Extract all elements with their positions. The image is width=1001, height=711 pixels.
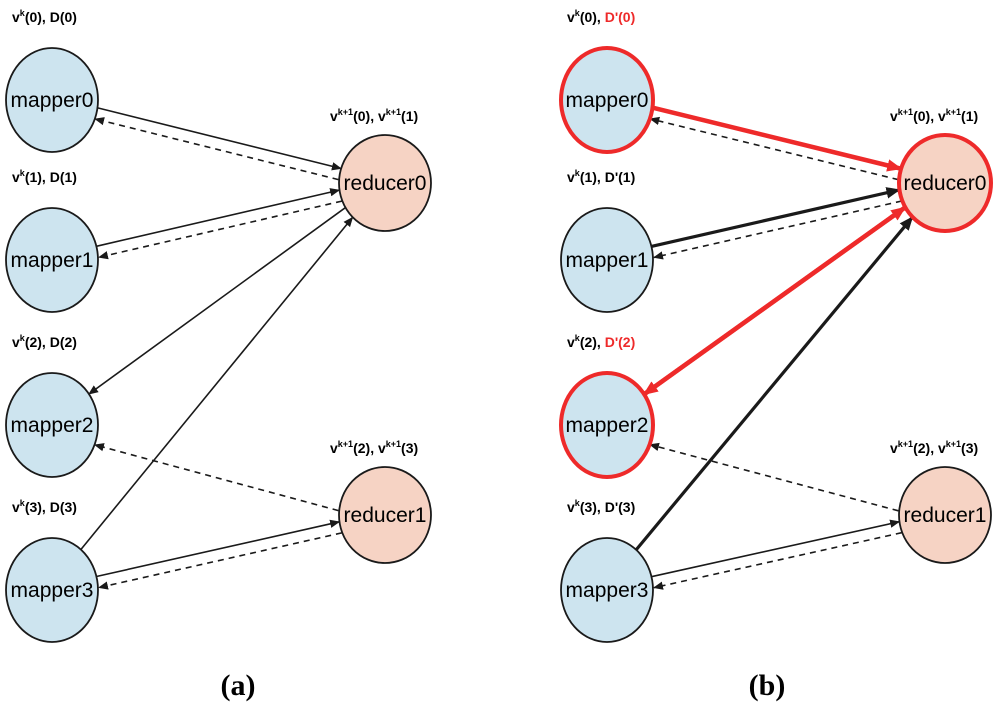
reducer-annotation: vk+1(0), vk+1(1) bbox=[890, 107, 978, 124]
mapper-annotation: vk(1), D(1) bbox=[12, 168, 77, 185]
mapper-annotation: vk(2), D'(2) bbox=[567, 333, 635, 350]
mapper-annotation: vk(3), D(3) bbox=[12, 498, 77, 515]
edge-reducer0-to-mapper2-solid bbox=[642, 205, 907, 397]
edge-reducer1-to-mapper3-dashed bbox=[97, 532, 342, 590]
mapper-annotation: vk(2), D(2) bbox=[12, 333, 77, 350]
edge-mapper0-to-reducer0-solid bbox=[97, 107, 342, 171]
edge-mapper3-to-reducer0-solid bbox=[80, 216, 354, 551]
reducer-label: reducer1 bbox=[344, 504, 427, 527]
edge-reducer0-to-mapper0-dashed bbox=[94, 117, 339, 181]
reducer-node-reducer1 bbox=[338, 466, 432, 564]
edge-reducer0-to-mapper2-solid bbox=[88, 207, 346, 395]
reducer-annotation: vk+1(2), vk+1(3) bbox=[330, 439, 418, 456]
reducer-annotation: vk+1(2), vk+1(3) bbox=[890, 439, 978, 456]
edge-mapper3-to-reducer0-solid bbox=[634, 216, 914, 552]
edge-mapper1-to-reducer0-solid bbox=[96, 188, 341, 248]
reducer-node-reducer0 bbox=[338, 134, 432, 232]
edge-mapper0-to-reducer0-solid bbox=[652, 105, 903, 172]
edge-mapper3-to-reducer1-solid bbox=[651, 519, 901, 578]
mapper-annotation: vk(0), D'(0) bbox=[567, 8, 635, 25]
mapper-node-mapper0 bbox=[5, 47, 99, 153]
reducer-label: reducer1 bbox=[904, 504, 987, 527]
reducer-label: reducer0 bbox=[904, 172, 987, 195]
mapper-node-mapper1 bbox=[5, 207, 99, 313]
reducer-label: reducer0 bbox=[344, 172, 427, 195]
panel-caption: (b) bbox=[749, 669, 786, 702]
panel-caption: (a) bbox=[221, 669, 256, 702]
mapper-label: mapper3 bbox=[11, 579, 94, 602]
edge-reducer1-to-mapper3-dashed bbox=[652, 531, 902, 590]
mapper-annotation: vk(1), D'(1) bbox=[567, 168, 635, 185]
edge-reducer1-to-mapper2-dashed bbox=[93, 443, 339, 512]
mapper-node-mapper0 bbox=[559, 46, 655, 154]
edge-reducer1-to-mapper2-dashed bbox=[648, 442, 899, 512]
edge-mapper1-to-reducer0-solid bbox=[651, 187, 901, 248]
mapper-node-mapper2 bbox=[559, 371, 655, 479]
mapper-label: mapper0 bbox=[11, 89, 94, 112]
mapper-node-mapper1 bbox=[560, 207, 654, 313]
mapper-node-mapper3 bbox=[560, 537, 654, 643]
mapper-label: mapper1 bbox=[566, 249, 649, 272]
reducer-node-reducer1 bbox=[898, 466, 992, 564]
edge-mapper3-to-reducer1-solid bbox=[96, 519, 341, 578]
mapper-label: mapper0 bbox=[566, 89, 649, 112]
mapper-label: mapper1 bbox=[11, 249, 94, 272]
mapper-label: mapper3 bbox=[566, 579, 649, 602]
mapper-node-mapper3 bbox=[5, 537, 99, 643]
mapper-annotation: vk(0), D(0) bbox=[12, 8, 77, 25]
reducer-node-reducer0 bbox=[897, 133, 993, 233]
edge-reducer0-to-mapper1-dashed bbox=[652, 200, 902, 260]
mapper-label: mapper2 bbox=[566, 414, 649, 437]
edge-reducer0-to-mapper1-dashed bbox=[97, 200, 343, 260]
mapper-annotation: vk(3), D'(3) bbox=[567, 498, 635, 515]
reducer-annotation: vk+1(0), vk+1(1) bbox=[330, 107, 418, 124]
mapper-label: mapper2 bbox=[11, 414, 94, 437]
edge-reducer0-to-mapper0-dashed bbox=[649, 116, 899, 181]
mapper-node-mapper2 bbox=[5, 372, 99, 478]
